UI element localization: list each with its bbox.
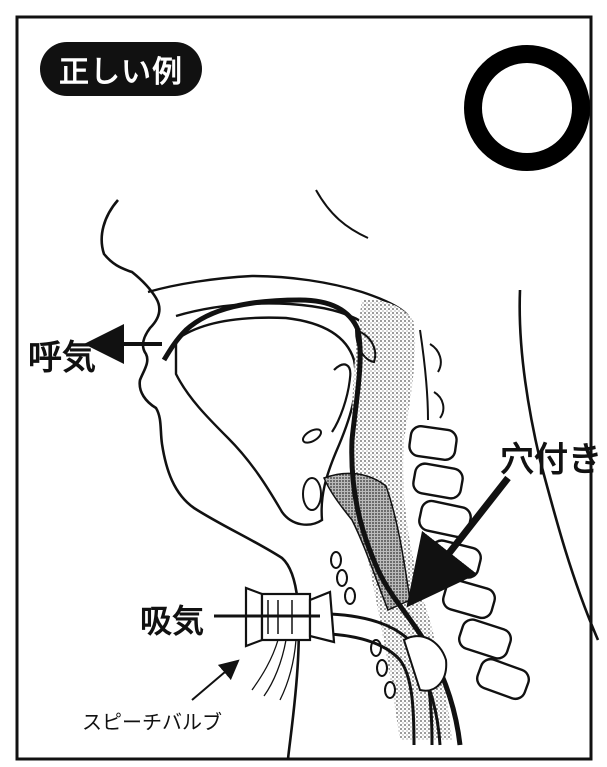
head-top-curve <box>316 190 368 238</box>
speech-valve-icon <box>246 588 334 700</box>
speech-valve-label: スピーチバルブ <box>82 706 222 735</box>
tongue <box>176 318 356 525</box>
inhale-label: 吸気 <box>140 596 204 642</box>
exhale-label: 呼気 <box>28 330 96 379</box>
correct-example-badge: 正しい例 <box>40 42 202 96</box>
speech-valve-arrow <box>192 666 232 700</box>
hole-label: 穴付き <box>500 432 602 481</box>
correct-circle-icon <box>473 54 581 162</box>
spinal-canal <box>420 330 443 420</box>
